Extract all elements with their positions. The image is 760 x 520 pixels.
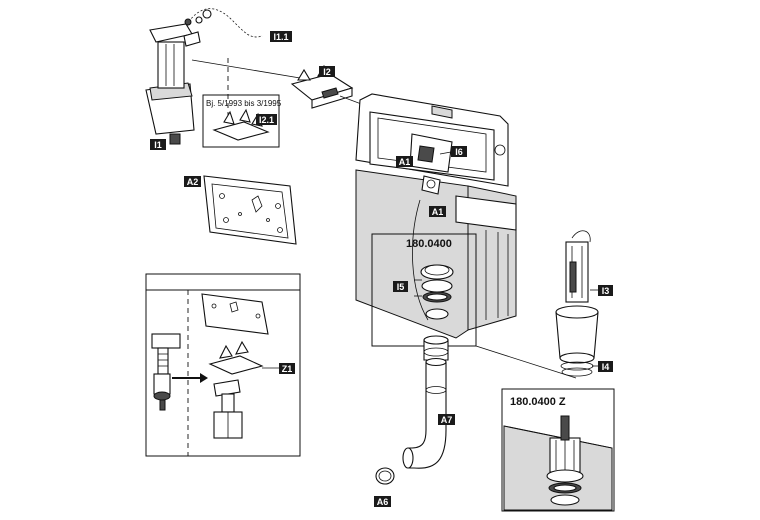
inset-i2-1: Bj. 5/1993 bis 3/1995 I2.1 xyxy=(202,94,282,148)
label-i4-text: I4 xyxy=(602,362,610,372)
label-a1-top: A1 xyxy=(396,156,413,167)
part-number-main: 180.0400 xyxy=(406,238,452,250)
label-z1-text: Z1 xyxy=(282,364,293,374)
label-i1: I1 xyxy=(150,139,166,150)
inset-conversion-kit-z1: Z1 xyxy=(145,273,301,457)
cover-plate-a2: A2 xyxy=(184,175,297,245)
seal-group-180-0400: 180.0400 I5 xyxy=(371,233,577,379)
label-a1-bottom: A1 xyxy=(429,206,446,217)
inset-i2-1-note: Bj. 5/1993 bis 3/1995 xyxy=(206,99,282,108)
label-i1-text: I1 xyxy=(154,140,162,150)
label-i6-text: I6 xyxy=(455,147,463,157)
label-i5-text: I5 xyxy=(397,282,405,292)
part-number-detail: 180.0400 Z xyxy=(510,396,566,408)
flush-pipe-a7: A7 xyxy=(402,335,455,469)
label-i1-1: I1.1 xyxy=(270,31,292,42)
label-a2-text: A2 xyxy=(187,177,199,187)
label-a1-top-text: A1 xyxy=(399,157,411,167)
label-i2-1-text: I2.1 xyxy=(259,115,274,125)
bracket-i2: I2 xyxy=(290,64,421,127)
label-a7-text: A7 xyxy=(441,415,453,425)
ring-a6: A6 xyxy=(374,467,395,507)
label-i6: I6 xyxy=(451,146,467,157)
label-i3-text: I3 xyxy=(602,286,610,296)
fill-valve-assembly xyxy=(145,8,313,145)
detail-inset-180-0400-z: 180.0400 Z xyxy=(501,388,615,512)
label-i1-1-text: I1.1 xyxy=(273,32,288,42)
flush-valve-i3-i4: I3 I4 xyxy=(555,230,613,377)
label-i2-text: I2 xyxy=(323,67,331,77)
label-a6-text: A6 xyxy=(377,497,389,507)
label-a1-bottom-text: A1 xyxy=(432,207,444,217)
